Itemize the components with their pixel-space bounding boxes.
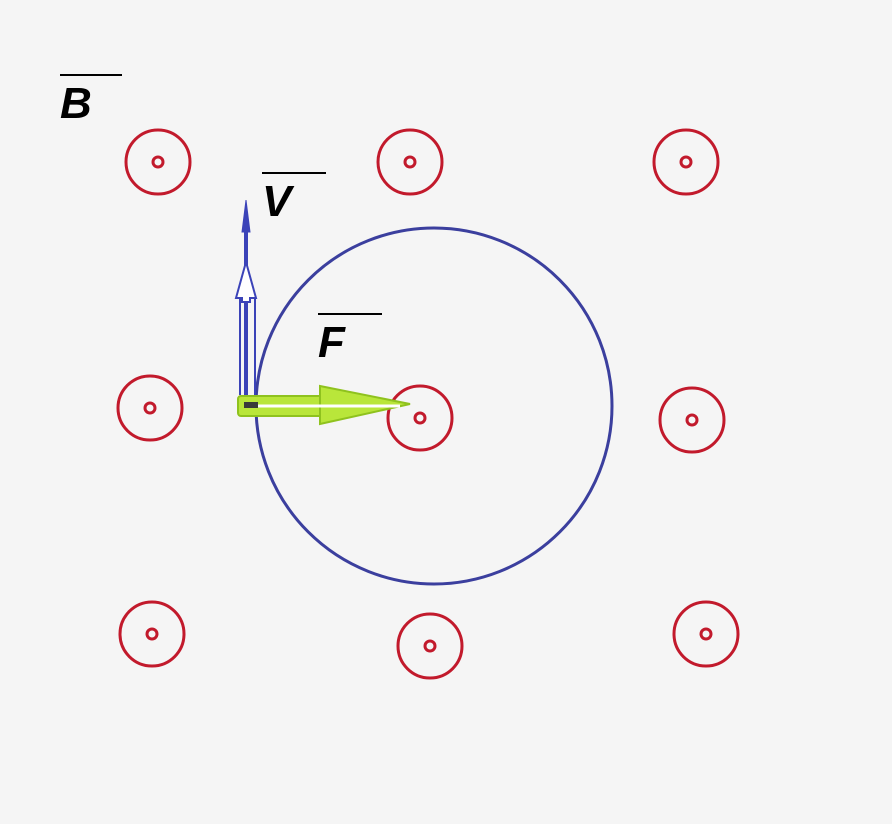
field-out-of-page-icon [396, 612, 464, 680]
field-out-of-page-icon [386, 384, 454, 452]
magnetic-field-grid [116, 128, 740, 680]
field-out-of-page-icon [116, 374, 184, 442]
field-out-of-page-icon [652, 128, 720, 196]
velocity-label: V [262, 172, 326, 224]
field-out-of-page-icon [118, 600, 186, 668]
magnetic-field-label: B [60, 74, 122, 126]
force-label: F [318, 313, 382, 365]
field-out-of-page-icon [672, 600, 740, 668]
field-out-of-page-icon [376, 128, 444, 196]
field-out-of-page-icon [658, 386, 726, 454]
field-out-of-page-icon [124, 128, 192, 196]
force-vector-arrow [237, 384, 411, 426]
velocity-vector-arrow [234, 199, 258, 395]
